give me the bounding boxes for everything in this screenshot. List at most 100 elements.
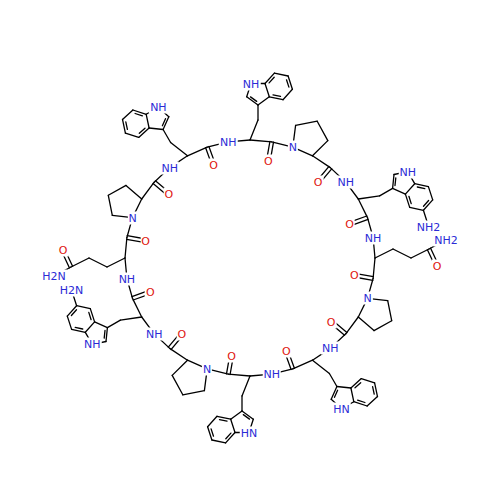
atom-label: NH xyxy=(262,368,281,381)
ring-bond xyxy=(274,73,288,76)
atom-label: O xyxy=(208,159,219,172)
ring-bond xyxy=(393,188,406,194)
side-chain-bond xyxy=(163,130,171,143)
ring-bond xyxy=(428,187,432,200)
ring-bond xyxy=(410,207,424,210)
atom-label: NH xyxy=(364,231,383,244)
aromatic-bond xyxy=(424,201,429,207)
ring-bond xyxy=(242,411,253,419)
atom-label: NH xyxy=(145,327,164,340)
atom-label: NH xyxy=(337,176,356,189)
backbone-bond xyxy=(358,199,367,218)
atom-label: O xyxy=(281,345,292,358)
atom-label: O xyxy=(263,154,274,167)
ring-bond xyxy=(265,73,274,83)
backbone-bond xyxy=(250,140,272,142)
atom-label: N xyxy=(202,362,212,375)
ring-bond xyxy=(126,185,142,199)
ring-bond xyxy=(72,329,86,332)
atom-label: NH xyxy=(83,338,102,351)
side-chain-bond xyxy=(411,249,429,258)
ring-bond xyxy=(405,184,414,194)
ring-bond xyxy=(375,383,378,397)
backbone-bond xyxy=(228,374,250,376)
aromatic-bond xyxy=(243,415,249,420)
atom-label: NH xyxy=(398,165,417,178)
side-chain-bond xyxy=(375,249,393,258)
ring-bond xyxy=(106,328,107,342)
aromatic-bond xyxy=(273,95,281,97)
atom-label: O xyxy=(349,269,360,282)
ring-bond xyxy=(247,97,258,105)
aromatic-bond xyxy=(71,310,76,316)
side-chain-bond xyxy=(242,376,250,396)
side-chain-bond xyxy=(329,374,337,387)
aromatic-bond xyxy=(89,312,91,319)
atom-label: H2N xyxy=(41,270,67,283)
backbone-bond xyxy=(293,360,313,369)
backbone-bond xyxy=(170,348,188,360)
ring-bond xyxy=(361,379,374,383)
backbone-bond xyxy=(346,317,359,334)
aromatic-bond xyxy=(220,420,228,422)
ring-bond xyxy=(123,119,126,133)
ring-bond xyxy=(337,387,351,389)
ring-bond xyxy=(123,110,133,119)
ring-bond xyxy=(351,388,354,402)
aromatic-bond xyxy=(358,400,365,402)
side-chain-bond xyxy=(171,143,188,156)
atom-label: NH xyxy=(219,135,238,148)
aromatic-bond xyxy=(355,383,361,388)
side-chain-bond xyxy=(393,249,411,258)
backbone-bond xyxy=(133,298,142,317)
atom-label: O xyxy=(58,244,69,257)
ring-bond xyxy=(358,317,374,331)
atom-label: NH xyxy=(149,101,168,114)
ring-bond xyxy=(423,200,432,210)
ring-bond xyxy=(374,321,392,331)
ring-bond xyxy=(367,397,377,406)
atom-label: O xyxy=(326,315,337,328)
aromatic-bond xyxy=(373,387,375,395)
atom-label: NH xyxy=(321,342,340,355)
ring-bond xyxy=(208,416,217,426)
ring-bond xyxy=(212,440,226,443)
ring-bond xyxy=(67,306,76,316)
aromatic-bond xyxy=(269,77,274,83)
ring-bond xyxy=(388,301,392,321)
aromatic-bond xyxy=(394,178,396,186)
ring-bond xyxy=(258,97,269,105)
side-chain-bond xyxy=(89,258,107,267)
atom-label: N xyxy=(288,141,298,154)
atom-label: NH xyxy=(118,272,137,285)
ring-bond xyxy=(146,114,149,128)
aromatic-bond xyxy=(162,119,165,126)
ring-bond xyxy=(95,322,108,328)
atom-label: NH xyxy=(160,161,179,174)
ring-bond xyxy=(149,128,163,130)
ring-bond xyxy=(265,84,269,97)
ring-bond xyxy=(77,306,91,309)
ring-bond xyxy=(108,185,126,195)
atom-label: NH2 xyxy=(433,234,459,247)
ring-bond xyxy=(183,391,205,395)
ring-bond xyxy=(317,121,328,140)
atom-label: O xyxy=(432,260,443,273)
ring-bond xyxy=(226,433,235,443)
aromatic-bond xyxy=(409,196,411,203)
atom-label: H2N xyxy=(59,283,85,296)
side-chain-bond xyxy=(107,320,120,328)
ring-bond xyxy=(351,379,361,388)
atom-label: O xyxy=(313,176,324,189)
atom-label: NH2 xyxy=(416,220,442,233)
side-chain-bond xyxy=(313,360,330,373)
atom-label: HN xyxy=(332,402,351,415)
ring-bond xyxy=(231,411,242,419)
aromatic-bond xyxy=(417,187,425,189)
side-chain-bond xyxy=(250,120,258,140)
aromatic-bond xyxy=(211,429,213,436)
ring-bond xyxy=(85,322,94,332)
atom-label: N xyxy=(362,292,372,305)
